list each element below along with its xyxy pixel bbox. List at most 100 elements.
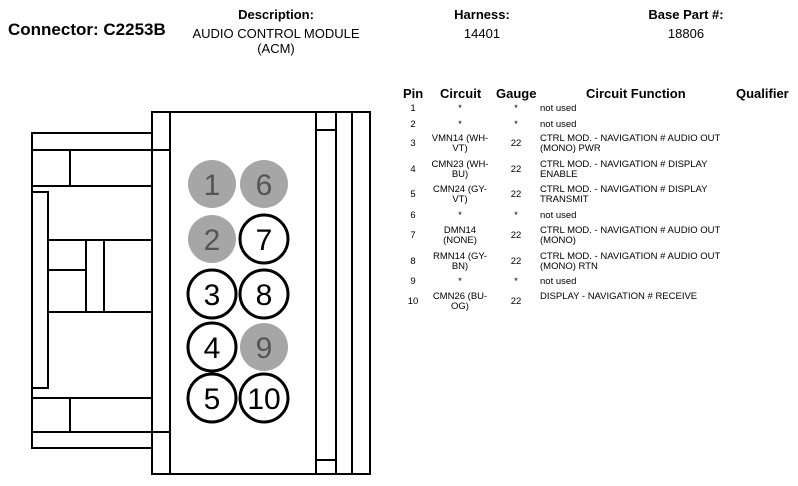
table-cell-gauge: 22 bbox=[504, 165, 528, 175]
table-cell-function-line: (MONO) RTN bbox=[540, 261, 598, 272]
table-cell-pin-line: 4 bbox=[410, 164, 416, 175]
pin-circle bbox=[186, 321, 238, 373]
table-cell-gauge-line: 22 bbox=[510, 164, 522, 175]
table-cell-circuit: CMN24 (GY-VT) bbox=[427, 185, 493, 205]
pin-circle bbox=[238, 268, 290, 320]
table-cell-circuit-line: BN) bbox=[451, 261, 469, 272]
table-cell-pin-line: 6 bbox=[410, 210, 416, 221]
table-cell-function-line: not used bbox=[540, 276, 577, 287]
table-cell-pin: 8 bbox=[403, 257, 423, 267]
table-cell-function: CTRL MOD. - NAVIGATION # AUDIO OUT(MONO) bbox=[540, 226, 740, 246]
table-cell-circuit: * bbox=[427, 120, 493, 130]
table-cell-gauge-line: * bbox=[514, 103, 518, 114]
table-cell-gauge: * bbox=[504, 104, 528, 114]
table-cell-circuit: * bbox=[427, 277, 493, 287]
table-cell-pin: 9 bbox=[403, 277, 423, 287]
pin-circle bbox=[240, 160, 288, 208]
pin-cavity-9: 9 bbox=[240, 323, 288, 371]
connector-title: Connector: C2253B bbox=[8, 20, 166, 40]
table-cell-circuit: * bbox=[427, 211, 493, 221]
table-cell-function: DISPLAY - NAVIGATION # RECEIVE bbox=[540, 292, 740, 302]
pin-circle bbox=[238, 372, 290, 424]
description-value: AUDIO CONTROL MODULE (ACM) bbox=[186, 26, 366, 56]
pin-number: 10 bbox=[247, 383, 280, 416]
table-cell-pin: 10 bbox=[403, 297, 423, 307]
table-cell-function-line: CTRL MOD. - NAVIGATION # DISPLAY bbox=[540, 159, 708, 170]
pin-number: 2 bbox=[204, 224, 221, 257]
table-cell-circuit-line: DMN14 bbox=[443, 225, 477, 236]
base-part-value: 18806 bbox=[667, 26, 705, 41]
col-header-circuit: Circuit bbox=[440, 86, 482, 101]
table-cell-circuit: DMN14(NONE) bbox=[427, 226, 493, 246]
table-cell-function-line: not used bbox=[540, 103, 577, 114]
table-cell-gauge: * bbox=[504, 120, 528, 130]
col-header-pin: Pin bbox=[403, 86, 424, 101]
table-cell-pin: 5 bbox=[403, 190, 423, 200]
table-cell-pin-line: 2 bbox=[410, 119, 416, 130]
table-cell-function-line: not used bbox=[540, 119, 577, 130]
pin-circle bbox=[240, 323, 288, 371]
pin-number: 1 bbox=[204, 169, 221, 202]
pin-cavity-2: 2 bbox=[188, 215, 236, 263]
description-label: Description: bbox=[238, 7, 314, 22]
col-header-gauge: Gauge bbox=[496, 86, 537, 101]
pin-cavity-5: 5 bbox=[186, 372, 238, 424]
pin-circle bbox=[186, 372, 238, 424]
table-cell-circuit-line: CMN23 (WH- bbox=[431, 159, 489, 170]
pin-number: 9 bbox=[256, 332, 273, 365]
table-cell-gauge: 22 bbox=[504, 139, 528, 149]
connector-label: Connector: bbox=[8, 20, 99, 39]
pin-number: 8 bbox=[256, 279, 273, 312]
table-cell-function: not used bbox=[540, 120, 740, 130]
table-cell-circuit-line: * bbox=[458, 103, 462, 114]
table-cell-function: CTRL MOD. - NAVIGATION # AUDIO OUT(MONO)… bbox=[540, 134, 740, 154]
table-cell-pin: 1 bbox=[403, 104, 423, 114]
pin-cavity-7: 7 bbox=[238, 213, 290, 265]
description-line1: AUDIO CONTROL MODULE bbox=[192, 26, 360, 41]
pin-cavity-3: 3 bbox=[186, 268, 238, 320]
table-cell-pin-line: 3 bbox=[410, 138, 416, 149]
table-cell-circuit-line: (NONE) bbox=[443, 235, 477, 246]
table-cell-gauge: 22 bbox=[504, 297, 528, 307]
table-cell-gauge-line: 22 bbox=[510, 296, 522, 307]
table-cell-circuit-line: VT) bbox=[452, 143, 468, 154]
harness-label: Harness: bbox=[454, 7, 510, 22]
table-cell-function-line: ENABLE bbox=[540, 169, 578, 180]
pin-cavity-10: 10 bbox=[238, 372, 290, 424]
pin-cavity-8: 8 bbox=[238, 268, 290, 320]
table-cell-function-line: CTRL MOD. - NAVIGATION # DISPLAY bbox=[540, 184, 708, 195]
table-cell-gauge: 22 bbox=[504, 231, 528, 241]
table-cell-function: not used bbox=[540, 211, 740, 221]
table-cell-function: CTRL MOD. - NAVIGATION # AUDIO OUT(MONO)… bbox=[540, 252, 740, 272]
table-cell-circuit: RMN14 (GY-BN) bbox=[427, 252, 493, 272]
table-cell-function-line: CTRL MOD. - NAVIGATION # AUDIO OUT bbox=[540, 251, 721, 262]
table-cell-circuit-line: BU) bbox=[451, 169, 469, 180]
table-cell-circuit-line: * bbox=[458, 119, 462, 130]
base-part-label: Base Part #: bbox=[648, 7, 724, 22]
description-line2: (ACM) bbox=[257, 41, 295, 56]
table-cell-pin-line: 1 bbox=[410, 103, 416, 114]
pin-number: 7 bbox=[256, 224, 273, 257]
table-cell-gauge: 22 bbox=[504, 257, 528, 267]
table-cell-pin-line: 9 bbox=[410, 276, 416, 287]
table-cell-function: not used bbox=[540, 277, 740, 287]
connector-id: C2253B bbox=[103, 20, 166, 39]
table-cell-circuit: CMN23 (WH-BU) bbox=[427, 160, 493, 180]
table-cell-circuit-line: CMN24 (GY- bbox=[432, 184, 488, 195]
table-cell-circuit-line: RMN14 (GY- bbox=[432, 251, 488, 262]
table-cell-circuit-line: * bbox=[458, 210, 462, 221]
col-header-function: Circuit Function bbox=[586, 86, 686, 101]
table-cell-gauge-line: * bbox=[514, 210, 518, 221]
table-cell-gauge-line: * bbox=[514, 276, 518, 287]
table-cell-function-line: CTRL MOD. - NAVIGATION # AUDIO OUT bbox=[540, 225, 721, 236]
pin-cavity-1: 1 bbox=[188, 160, 236, 208]
table-cell-function-line: TRANSMIT bbox=[540, 194, 589, 205]
table-cell-circuit: VMN14 (WH-VT) bbox=[427, 134, 493, 154]
pin-cavity-4: 4 bbox=[186, 321, 238, 373]
table-cell-function-line: not used bbox=[540, 210, 577, 221]
pin-number: 5 bbox=[204, 383, 221, 416]
harness-value: 14401 bbox=[463, 26, 501, 41]
